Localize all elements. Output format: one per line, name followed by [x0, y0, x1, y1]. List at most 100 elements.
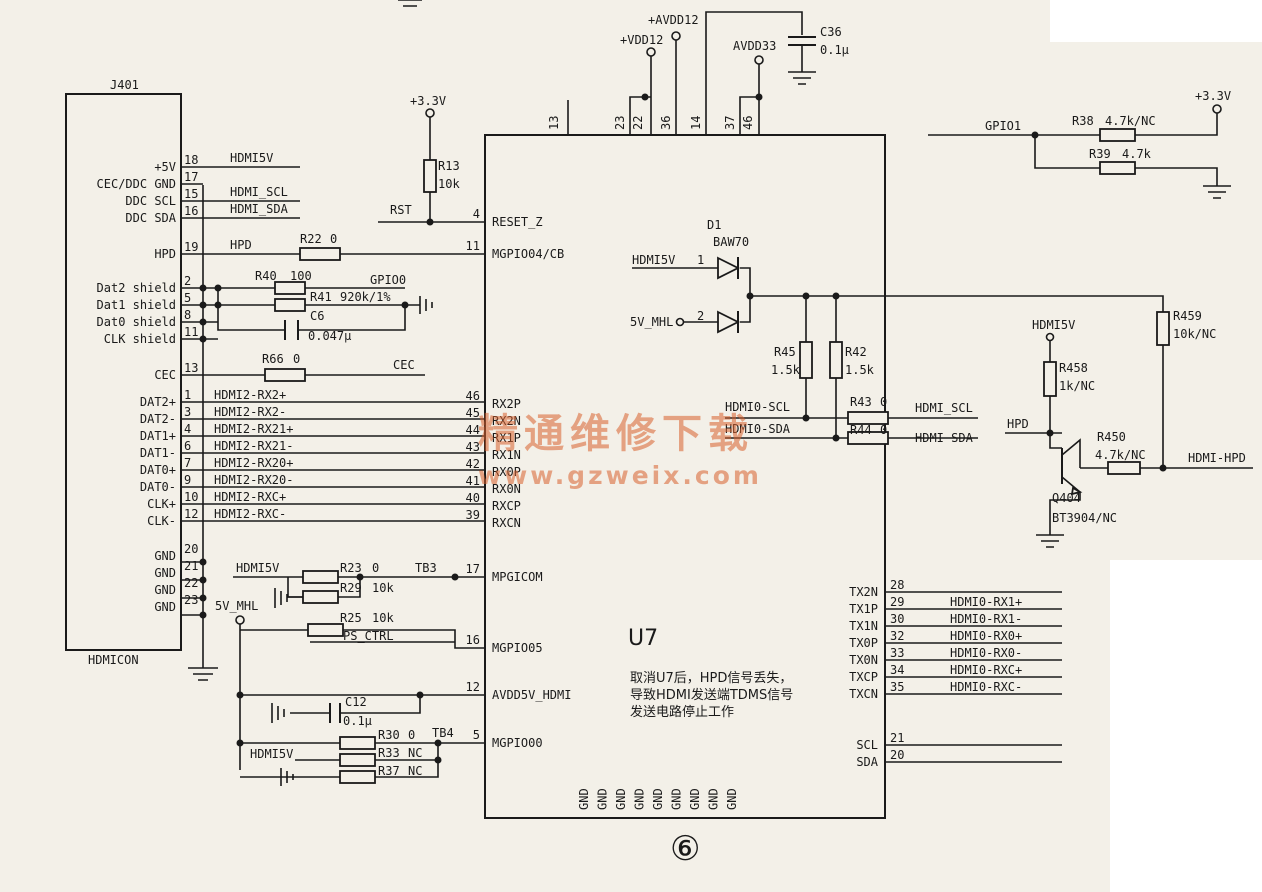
figure-number: ⑥ — [670, 829, 700, 869]
net-hdmi5v-3: HDMI5V — [250, 747, 293, 761]
avdd12-terminal — [671, 31, 681, 41]
avdd33-label: AVDD33 — [733, 39, 776, 53]
connector-pin-name: CEC/DDC GND — [97, 177, 176, 191]
ic-left-pin-number: 11 — [466, 239, 480, 253]
connector-pin-number: 19 — [184, 240, 198, 254]
r44-ref: R44 — [850, 423, 872, 437]
connector-pin-name: GND — [154, 583, 176, 597]
junction — [199, 301, 207, 309]
r37-body — [339, 770, 376, 784]
r458-body — [1043, 361, 1057, 397]
connector-pin-number: 3 — [184, 405, 191, 419]
connector-pin-number: 6 — [184, 439, 191, 453]
r33-val: NC — [408, 746, 422, 760]
r22-body — [299, 247, 341, 261]
junction — [802, 414, 810, 422]
ic-left-pin-name: RX1P — [492, 431, 521, 445]
ic-right-pin-net: HDMI0-RX1+ — [950, 595, 1022, 609]
junction — [236, 691, 244, 699]
junction — [199, 576, 207, 584]
net-hdmi-scl-2: HDMI_SCL — [915, 401, 973, 415]
r38-val: 4.7k/NC — [1105, 114, 1156, 128]
ic-left-pin-number: 44 — [466, 423, 480, 437]
net-hdmi5v-5: HDMI5V — [1032, 318, 1075, 332]
junction — [236, 739, 244, 747]
connector-pin-name: CLK+ — [147, 497, 176, 511]
connector-pin-number: 16 — [184, 204, 198, 218]
ic-gnd-pin-label: GND — [651, 788, 665, 810]
r40-body — [274, 281, 306, 295]
connector-pin-name: GND — [154, 566, 176, 580]
ic-gnd-pin-label: GND — [633, 788, 647, 810]
power-top: +VDD12 +AVDD12 C36 0.1μ AVDD33 — [567, 11, 849, 135]
ic-left-pin-name: RX1N — [492, 448, 521, 462]
reset-circuit: +3.3V R13 10k RST — [378, 94, 485, 226]
r40-val: 100 — [290, 269, 312, 283]
connector-pin-name: CLK shield — [104, 332, 176, 346]
ic-left-pin-number: 12 — [466, 680, 480, 694]
gnd-symbol-connector — [188, 667, 218, 681]
r450-val: 4.7k/NC — [1095, 448, 1146, 462]
r29-ref: R29 — [340, 581, 362, 595]
connector-pin-name: Dat1 shield — [97, 298, 176, 312]
avdd33-terminal — [754, 55, 764, 65]
junction — [1031, 131, 1039, 139]
r41-val: 920k/1% — [340, 290, 391, 304]
ic-right-pin-number: 32 — [890, 629, 904, 643]
c36-val: 0.1μ — [820, 43, 849, 57]
ic-right-pin-net: HDMI0-RX0- — [950, 646, 1022, 660]
connector-pin-number: 13 — [184, 361, 198, 375]
connector-pin-name: DAT1- — [140, 446, 176, 460]
connector-pin-number: 4 — [184, 422, 191, 436]
junction — [434, 756, 442, 764]
junction — [832, 292, 840, 300]
r37-ref: R37 — [378, 764, 400, 778]
connector-pin-number: 10 — [184, 490, 198, 504]
connector-pin-name: DDC SCL — [125, 194, 176, 208]
gnd-symbol-q404 — [1036, 534, 1064, 548]
net-tb4: TB4 — [432, 726, 454, 740]
r30-ref: R30 — [378, 728, 400, 742]
connector-pin-name: DAT0- — [140, 480, 176, 494]
ic-left-pin-name: MGPIO05 — [492, 641, 543, 655]
r22-ref: R22 — [300, 232, 322, 246]
connector-pin-number: 2 — [184, 274, 191, 288]
connector-pin-name: GND — [154, 600, 176, 614]
data-line-net: HDMI2-RX21- — [214, 439, 293, 453]
connector-pin-number: 5 — [184, 291, 191, 305]
gpio1-circuit: +3.3V GPIO1 R38 4.7k/NC R39 4.7k — [928, 89, 1231, 199]
r23-body — [302, 570, 339, 584]
watermark-cn: 精通维修下载 — [478, 410, 754, 457]
net-hdmi-sda: HDMI_SDA — [230, 202, 289, 216]
ic-note-line1: 取消U7后，HPD信号丢失， — [630, 671, 792, 686]
ic-gnd-pin-label: GND — [670, 788, 684, 810]
r13-ref: R13 — [438, 159, 460, 173]
5v-mhl-terminal — [235, 615, 245, 625]
r22-val: 0 — [330, 232, 337, 246]
ic-right-pin-name: TX1P — [849, 602, 878, 616]
connector-ref: J401 — [110, 78, 139, 92]
r42-ref: R42 — [845, 345, 867, 359]
r40-ref: R40 — [255, 269, 277, 283]
gnd-symbol-r37 — [280, 768, 294, 786]
junction — [199, 284, 207, 292]
ic-right-pin-number: 28 — [890, 578, 904, 592]
r459-body — [1156, 311, 1170, 346]
net-hdmi5v-2: HDMI5V — [236, 561, 279, 575]
c36-ref: C36 — [820, 25, 842, 39]
r25-body — [307, 623, 344, 637]
r25-ref: R25 — [340, 611, 362, 625]
connector-name: HDMICON — [88, 653, 139, 667]
r450-ref: R450 — [1097, 430, 1126, 444]
ic-top-pin-number: 23 — [613, 116, 627, 130]
net-hpd-2: HPD — [1007, 417, 1029, 431]
ic-left-pin-name: RX2P — [492, 397, 521, 411]
r45-val: 1.5k — [771, 363, 801, 377]
ic-right-pin-name: TX1N — [849, 619, 878, 633]
ic-right-pin-number: 35 — [890, 680, 904, 694]
paper-edge-bottom-right — [1110, 560, 1262, 892]
r33-ref: R33 — [378, 746, 400, 760]
